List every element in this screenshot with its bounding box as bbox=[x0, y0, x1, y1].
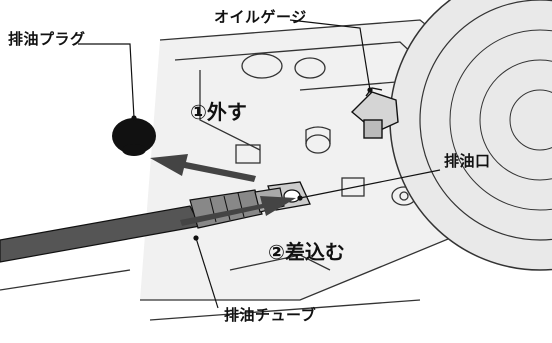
drain-plug-shape bbox=[112, 118, 156, 156]
oil-gauge-cap bbox=[350, 87, 399, 139]
oil-gauge-label: オイルゲージ bbox=[214, 8, 307, 26]
remove-arrow bbox=[150, 154, 256, 182]
drain-plug-label: 排油プラグ bbox=[8, 30, 86, 48]
drain-tube-label: 排油チューブ bbox=[224, 306, 317, 324]
step-remove-label: ①外す bbox=[190, 100, 247, 124]
step-insert-label: ②差込む bbox=[268, 240, 345, 264]
insert-arrow bbox=[180, 196, 296, 226]
leader-lines bbox=[78, 19, 441, 309]
drain-port-label: 排油口 bbox=[444, 152, 491, 170]
